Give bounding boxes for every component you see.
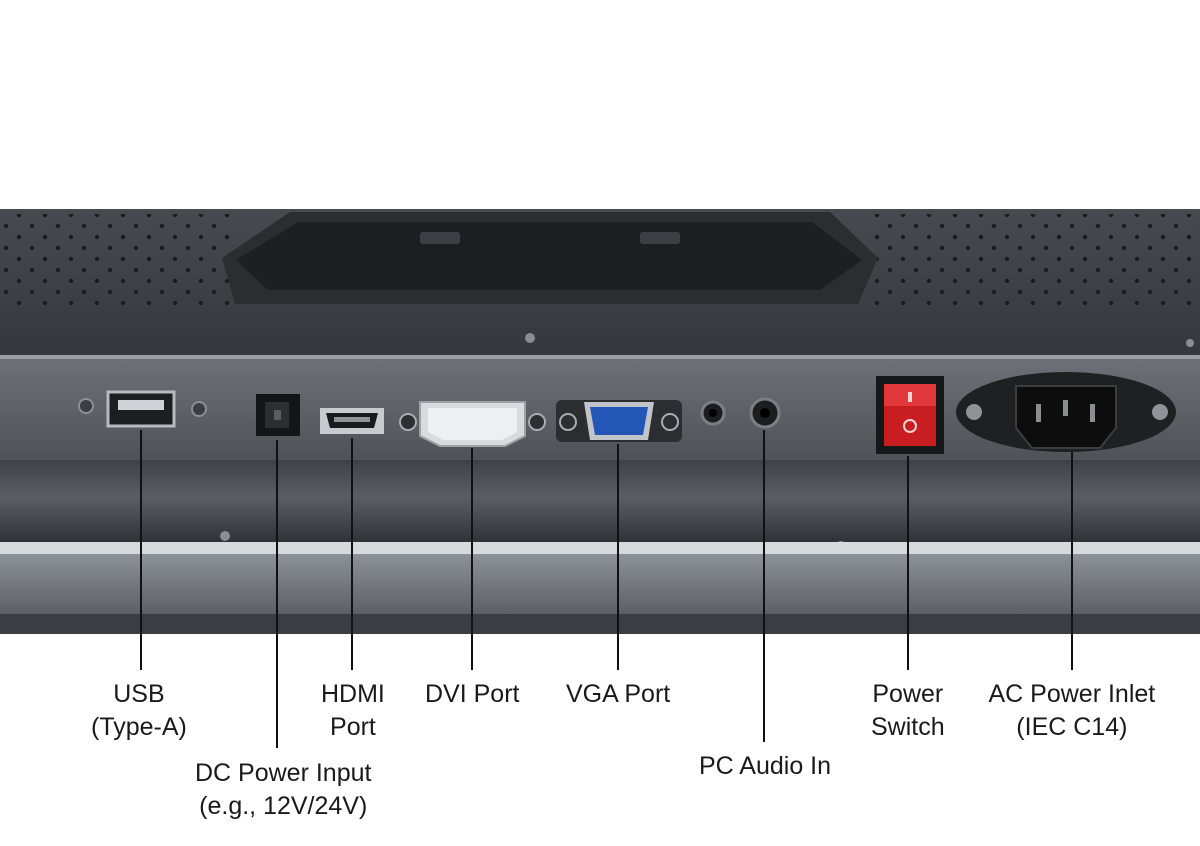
label-power-switch: Power Switch [871, 678, 945, 744]
label-dvi: DVI Port [425, 678, 519, 711]
vent-grille-left [0, 214, 230, 306]
label-switch-line1: Power [872, 680, 944, 708]
label-switch-line2: Switch [871, 713, 945, 741]
label-usb-line1: USB [113, 680, 165, 708]
hdmi-port-icon [320, 408, 384, 434]
dvi-port-icon [399, 401, 546, 447]
dc-jack-icon [256, 394, 300, 436]
label-dvi-line1: DVI Port [425, 680, 520, 708]
label-dc-line2: (e.g., 12V/24V) [199, 792, 368, 820]
usb-port-icon [78, 390, 207, 428]
vent-grille-right [870, 214, 1200, 306]
leader-line-ac [1071, 452, 1073, 670]
leader-line-dvi [471, 448, 473, 670]
leader-line-usb [140, 430, 142, 670]
label-dc-power-input: DC Power Input (e.g., 12V/24V) [195, 757, 371, 823]
audio-jack-icon [700, 397, 781, 429]
label-hdmi-line1: HDMI [321, 680, 385, 708]
label-hdmi-line2: Port [330, 713, 376, 741]
lower-bezel [0, 460, 1200, 542]
label-pc-audio-in: PC Audio In [699, 750, 831, 783]
leader-line-switch [907, 456, 909, 670]
leader-line-dc [276, 440, 278, 748]
iec-inlet-icon [956, 372, 1176, 452]
label-ac-power-inlet: AC Power Inlet (IEC C14) [989, 678, 1156, 744]
front-frame [0, 554, 1200, 614]
label-hdmi: HDMI Port [321, 678, 385, 744]
leader-line-audio [763, 430, 765, 742]
label-vga-line1: VGA Port [566, 680, 671, 708]
leader-line-hdmi [351, 438, 353, 670]
leader-line-vga [617, 444, 619, 670]
label-usb-line2: (Type-A) [91, 713, 187, 741]
label-ac-line1: AC Power Inlet [988, 680, 1156, 708]
rocker-switch-icon [876, 376, 944, 454]
label-audio-line1: PC Audio In [699, 752, 832, 780]
vga-port-icon [556, 400, 682, 442]
label-vga: VGA Port [566, 678, 670, 711]
label-ac-line2: (IEC C14) [1016, 713, 1128, 741]
label-dc-line1: DC Power Input [195, 759, 372, 787]
label-usb: USB (Type-A) [91, 678, 187, 744]
